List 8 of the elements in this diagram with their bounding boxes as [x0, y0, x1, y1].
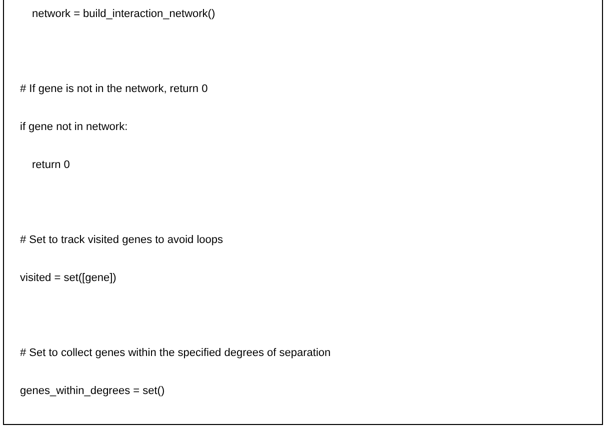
code-comment: # Set to collect genes within the specified degrees of separation [20, 347, 331, 360]
code-comment: # If gene is not in the network, return 0 [20, 83, 208, 96]
code-comment: # Set to track visited genes to avoid loops [20, 234, 224, 247]
code-line: network = build_interaction_network() [32, 8, 216, 21]
code-line: visited = set([gene]) [20, 272, 116, 285]
code-line: genes_within_degrees = set() [20, 385, 165, 398]
code-line: if gene not in network: [20, 121, 128, 134]
code-line: return 0 [32, 159, 70, 172]
